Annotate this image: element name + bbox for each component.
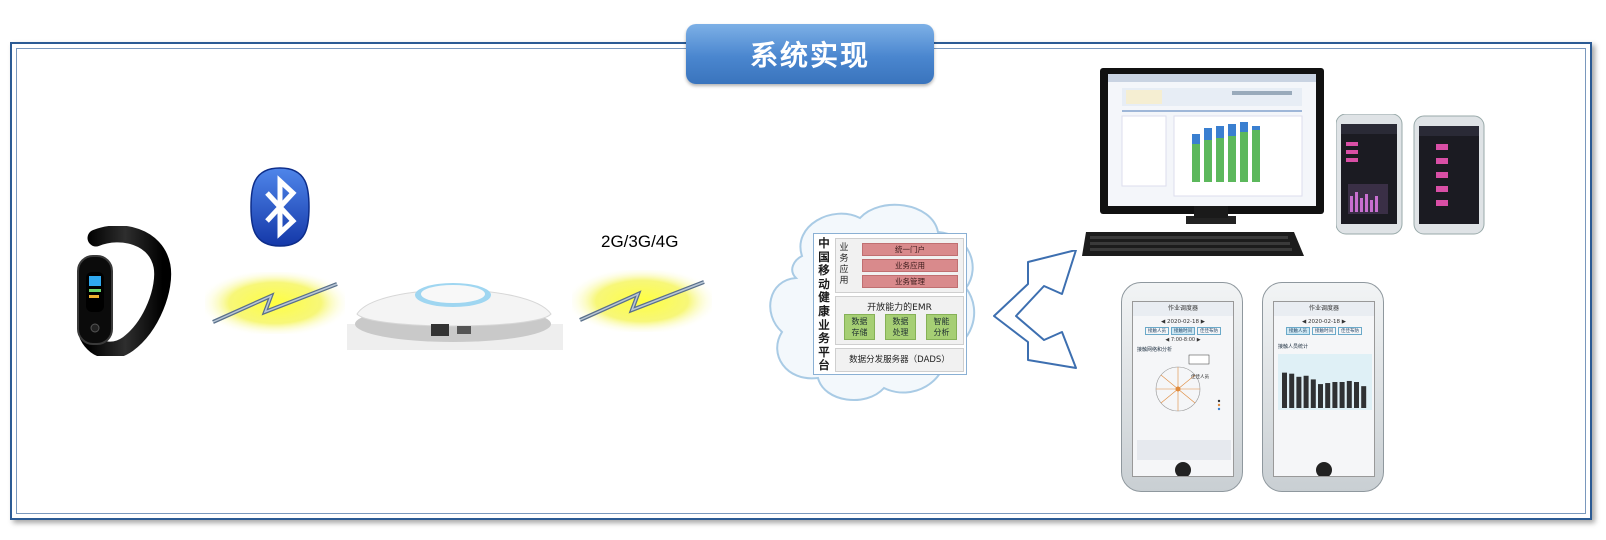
platform-title-char: 国 xyxy=(818,249,830,264)
wireless-signal-icon xyxy=(205,272,345,334)
emr-item-line: 处理 xyxy=(892,328,909,337)
phone-tab[interactable]: 接触人员 xyxy=(1145,327,1169,335)
platform-title-char: 康 xyxy=(818,304,830,319)
phone-bubble-label: 佳佳人员 xyxy=(1191,375,1209,380)
business-app-layer: 业务应用 统一门户 业务应用 业务管理 xyxy=(835,238,964,293)
phone-screen: 作业调度器 ◀ 2020-02-18 ▶ 接触人员 接触时间 佳佳布防 ◀ 7:… xyxy=(1132,301,1234,477)
platform-title-char: 业 xyxy=(818,317,830,332)
emr-item-line: 分析 xyxy=(933,328,950,337)
emr-item-box: 智能 分析 xyxy=(926,314,957,340)
network-label: 2G/3G/4G xyxy=(601,232,679,251)
page-title: 系统实现 xyxy=(686,24,934,84)
platform-title-char: 务 xyxy=(818,331,830,346)
wireless-signal-icon xyxy=(572,270,712,332)
mobile-app-history-icon xyxy=(1336,114,1485,235)
phone-tab[interactable]: 接触时间 xyxy=(1171,327,1195,335)
phone-screen: 作业调度器 ◀ 2020-02-18 ▶ 接触人员 接触时间 佳佳布防 接触人员… xyxy=(1273,301,1375,477)
health-platform-panel: 中 国 移 动 健 康 业 务 平 台 业务应用 统一门户 业务应用 业务管理 … xyxy=(813,233,967,375)
phone-header: 作业调度器 xyxy=(1274,302,1374,316)
phone-tabs: 接触人员 接触时间 佳佳布防 xyxy=(1133,327,1233,335)
emr-layer: 开放能力的EMR 数据 存储 数据 处理 智能 分析 xyxy=(835,296,964,345)
emr-item-line: 智能 xyxy=(933,317,950,326)
stats-bar xyxy=(1318,384,1323,408)
platform-title-char: 动 xyxy=(818,276,830,291)
contact-network-graph xyxy=(1155,354,1221,412)
platform-vertical-title: 中 国 移 动 健 康 业 务 平 台 xyxy=(816,236,832,374)
emr-item-line: 数据 xyxy=(851,317,868,326)
stats-bar xyxy=(1282,372,1287,408)
emr-title: 开放能力的EMR xyxy=(867,303,932,313)
phone-contact-stats: 作业调度器 ◀ 2020-02-18 ▶ 接触人员 接触时间 佳佳布防 接触人员… xyxy=(1262,282,1384,492)
stats-bar xyxy=(1310,379,1316,408)
phone-tab[interactable]: 佳佳布防 xyxy=(1338,327,1362,335)
contact-stats-chart xyxy=(1278,354,1372,410)
stats-bar xyxy=(1303,375,1309,408)
app-item-box: 业务管理 xyxy=(862,275,958,288)
platform-title-char: 平 xyxy=(818,344,830,359)
platform-title-char: 移 xyxy=(818,263,830,278)
phone-date: ◀ 2020-02-18 ▶ xyxy=(1161,319,1205,325)
app-item-box: 统一门户 xyxy=(862,243,958,256)
bidirectional-arrow-icon xyxy=(993,250,1077,369)
stats-bar xyxy=(1339,382,1345,408)
desktop-monitor-icon xyxy=(1082,66,1326,262)
phone-tab[interactable]: 佳佳布防 xyxy=(1197,327,1221,335)
emr-item-line: 存储 xyxy=(851,328,868,337)
phone-time-range: ◀ 7:00-8:00 ▶ xyxy=(1165,337,1201,343)
stats-bar xyxy=(1296,376,1302,408)
phone-tabs: 接触人员 接触时间 佳佳布防 xyxy=(1274,327,1374,335)
bluetooth-icon xyxy=(250,167,310,247)
phone-center-button[interactable] xyxy=(1316,462,1332,476)
gateway-device-icon xyxy=(347,262,563,350)
phone-section-title: 接触人员统计 xyxy=(1278,344,1309,350)
phone-header: 作业调度器 xyxy=(1133,302,1233,316)
emr-item-line: 数据 xyxy=(892,317,909,326)
dads-server-box: 数据分发服务器（DADS） xyxy=(835,348,964,372)
phone-info-table xyxy=(1137,440,1231,460)
stats-bar xyxy=(1346,380,1352,408)
emr-item-box: 数据 存储 xyxy=(844,314,875,340)
phone-section-title: 接触网络和分析 xyxy=(1137,347,1173,353)
stats-bar xyxy=(1325,383,1331,408)
platform-title-char: 台 xyxy=(818,358,830,373)
app-item-box: 业务应用 xyxy=(862,259,958,272)
phone-contact-network: 作业调度器 ◀ 2020-02-18 ▶ 接触人员 接触时间 佳佳布防 ◀ 7:… xyxy=(1121,282,1243,492)
phone-tab[interactable]: 接触人员 xyxy=(1286,327,1310,335)
phone-tab[interactable]: 接触时间 xyxy=(1312,327,1336,335)
phone-date: ◀ 2020-02-18 ▶ xyxy=(1302,319,1346,325)
stats-bar xyxy=(1354,382,1359,408)
fitness-band-icon xyxy=(77,226,172,356)
stats-bar xyxy=(1289,373,1295,408)
stats-bar xyxy=(1332,382,1338,408)
platform-title-char: 健 xyxy=(818,290,830,305)
platform-title-char: 中 xyxy=(818,236,830,250)
business-app-label: 业务应用 xyxy=(839,243,849,286)
stats-bar xyxy=(1361,386,1367,408)
emr-item-box: 数据 处理 xyxy=(885,314,916,340)
phone-center-button[interactable] xyxy=(1175,462,1191,476)
